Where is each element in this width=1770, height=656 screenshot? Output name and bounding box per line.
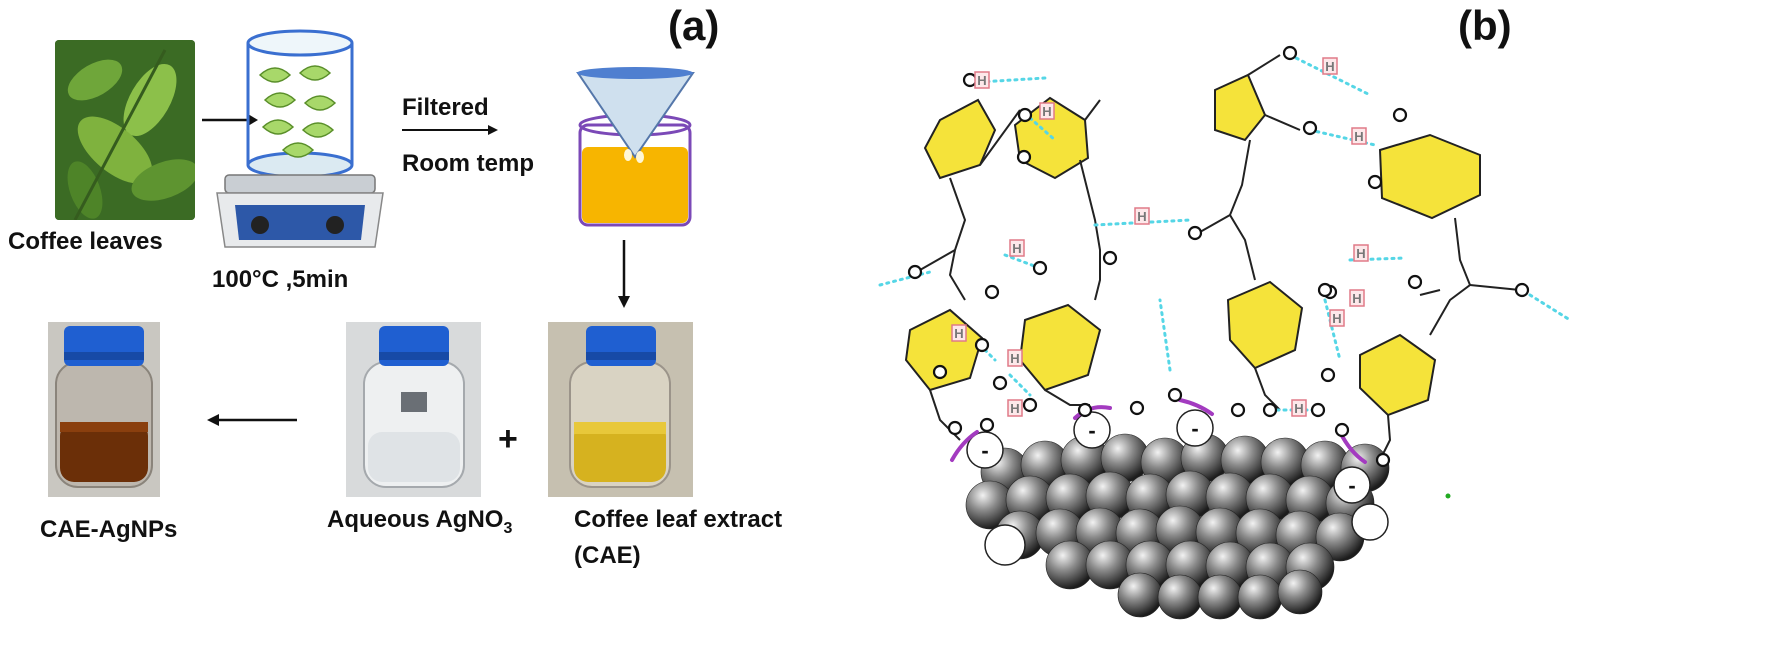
filter-funnel-illustration xyxy=(576,67,695,227)
agno3-label-text: Aqueous AgNO xyxy=(327,506,504,533)
h-label: H xyxy=(1332,311,1341,326)
panel-a-synthesis-scheme: (a) Coffee leaves xyxy=(0,0,870,656)
heating-condition-label: 100°C ,5min xyxy=(212,266,349,293)
h-label: H xyxy=(1356,246,1365,261)
agno3-subscript: 3 xyxy=(503,519,513,537)
aromatic-rings xyxy=(904,73,1481,417)
h-label: H xyxy=(1294,401,1303,416)
leaves-illustration xyxy=(55,40,195,220)
arrow-left xyxy=(207,414,297,426)
negative-charge-markers: - - - - xyxy=(981,416,1355,498)
oxygen-atoms xyxy=(907,45,1530,468)
h-label: H xyxy=(977,73,986,88)
agnps-bottle-photo xyxy=(48,322,160,497)
h-label: H xyxy=(1010,401,1019,416)
green-dot xyxy=(1445,493,1451,499)
svg-text:-: - xyxy=(1348,473,1355,498)
svg-text:-: - xyxy=(1191,416,1198,441)
hydrogen-labels: H H H H H H H H H H H H H xyxy=(951,57,1369,417)
extract-label-line2: (CAE) xyxy=(574,542,641,569)
h-label: H xyxy=(1042,104,1051,119)
panel-b-label: (b) xyxy=(1458,2,1512,49)
molecular-backbone xyxy=(919,54,1521,461)
coffee-leaves-photo xyxy=(55,40,195,220)
extract-label-line1: Coffee leaf extract xyxy=(574,506,783,533)
h-label: H xyxy=(1354,129,1363,144)
extract-bottle-photo xyxy=(548,322,693,497)
capping-molecule-diagram: - - - - xyxy=(878,45,1572,620)
h-label: H xyxy=(1325,59,1334,74)
arrow-right-1 xyxy=(202,114,258,126)
svg-text:-: - xyxy=(1088,418,1095,443)
h-label: H xyxy=(1137,209,1146,224)
panel-b-capping-mechanism: (b) xyxy=(870,0,1770,656)
h-label: H xyxy=(1010,351,1019,366)
arrow-right-2 xyxy=(402,125,498,135)
arrow-down xyxy=(618,240,630,308)
svg-text:-: - xyxy=(981,438,988,463)
hotplate-beaker-illustration xyxy=(216,29,384,248)
silver-nanoparticle-cluster xyxy=(965,409,1390,620)
plus-sign: + xyxy=(498,420,518,458)
h-label: H xyxy=(1352,291,1361,306)
room-temp-label: Room temp xyxy=(402,150,534,177)
agno3-bottle-photo xyxy=(346,322,481,497)
filtered-label: Filtered xyxy=(402,94,489,121)
panel-a-label: (a) xyxy=(668,2,720,49)
agnps-label: CAE-AgNPs xyxy=(40,516,178,543)
coffee-leaves-label: Coffee leaves xyxy=(8,228,163,255)
h-label: H xyxy=(954,326,963,341)
h-label: H xyxy=(1012,241,1021,256)
agno3-label: Aqueous AgNO3 xyxy=(327,506,512,538)
